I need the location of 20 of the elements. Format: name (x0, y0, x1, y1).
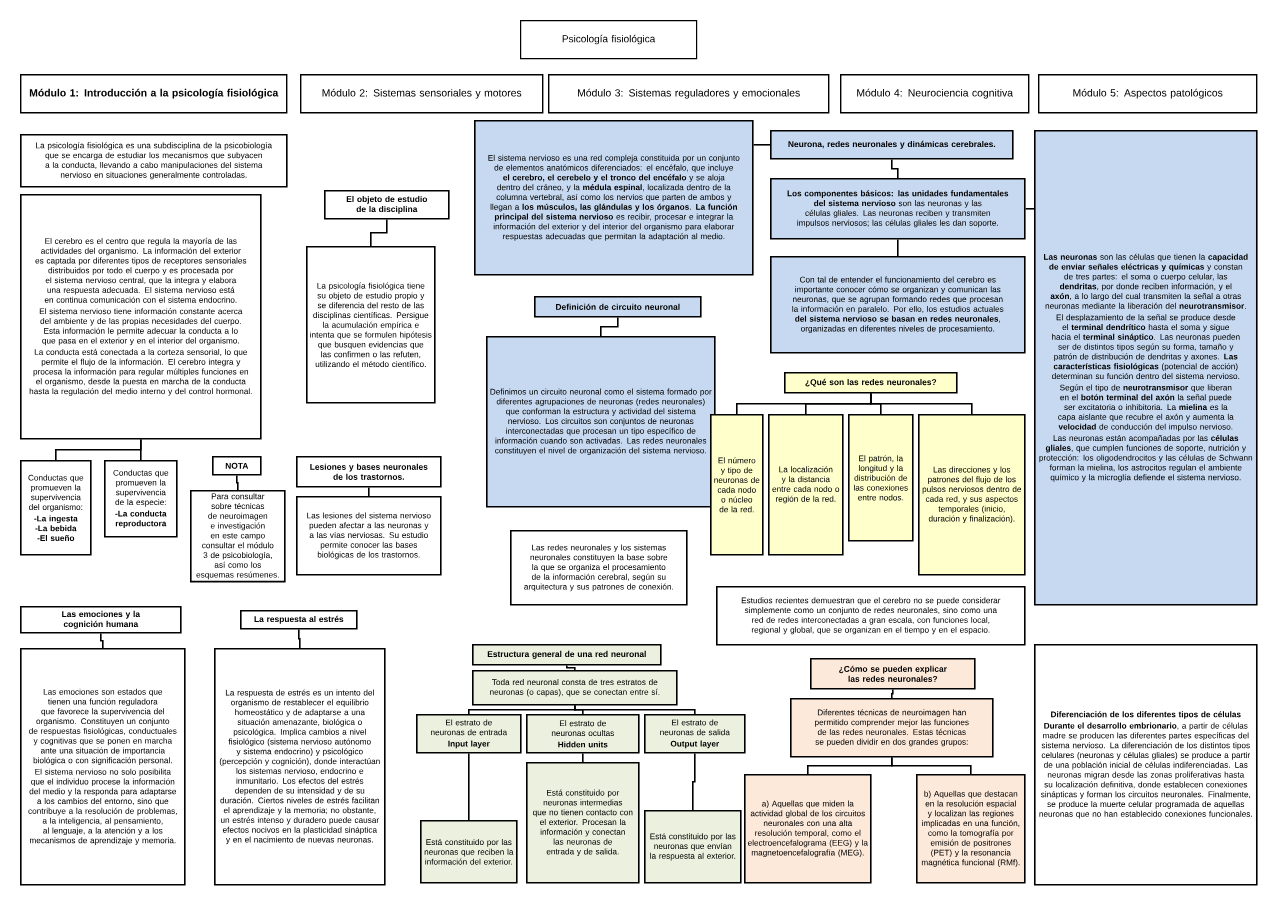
connector-line (891, 158, 899, 179)
connector-line (692, 752, 696, 811)
connector-line (891, 756, 972, 775)
connector-line (140, 438, 142, 461)
connector-line (468, 752, 470, 821)
connector-line (891, 688, 894, 699)
connector-line (236, 474, 239, 491)
connector-line (100, 632, 104, 649)
connector-line (600, 316, 619, 337)
connector-line (468, 704, 576, 715)
connector-line (870, 392, 973, 415)
connector-line (298, 628, 301, 649)
connector-line (574, 704, 696, 715)
connector-line (752, 144, 771, 146)
connector-line (566, 664, 576, 671)
connector-line (368, 486, 370, 497)
connector-line (370, 218, 388, 247)
connector-line (582, 752, 584, 763)
connector-line (897, 238, 899, 257)
connector-line (1024, 208, 1035, 210)
